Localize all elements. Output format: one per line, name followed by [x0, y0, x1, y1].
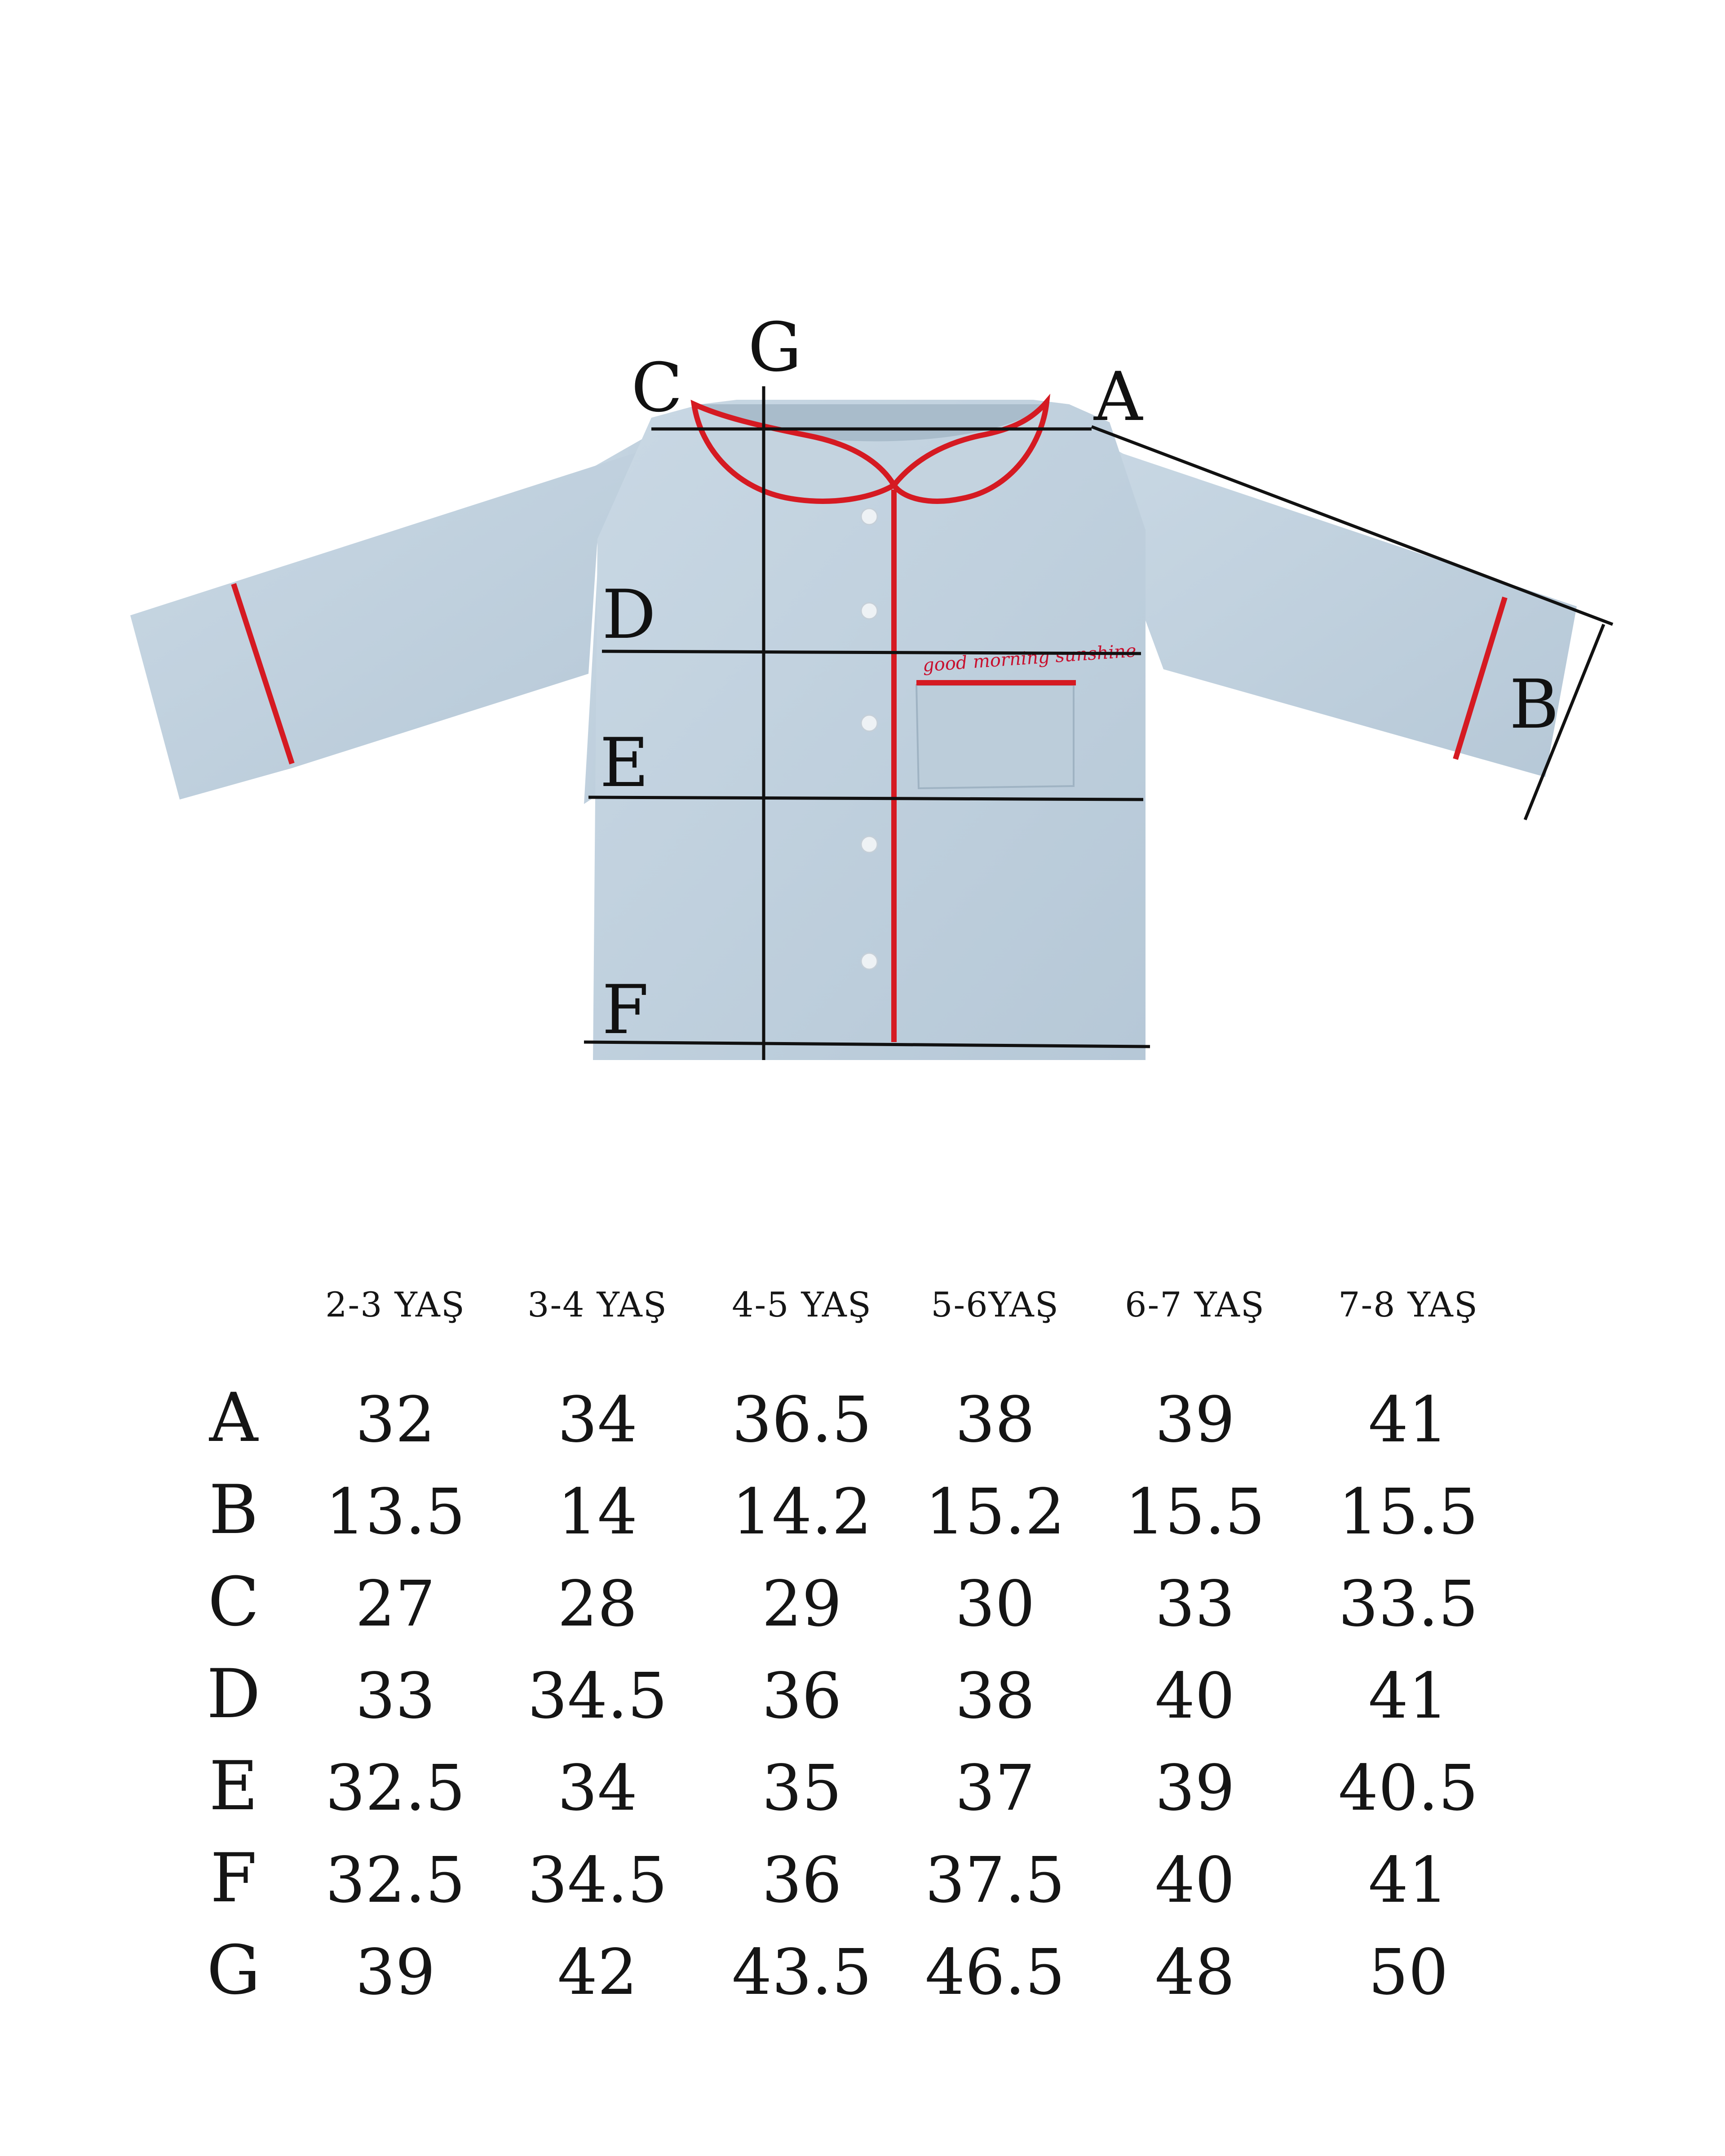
- cell-e-5: 39: [1154, 1752, 1235, 1825]
- cell-b-4: 15.2: [925, 1476, 1065, 1549]
- label-c: C: [631, 349, 683, 427]
- cell-f-5: 40: [1154, 1844, 1235, 1917]
- cell-a-3: 36.5: [732, 1383, 872, 1457]
- row-label-d: D: [206, 1655, 261, 1733]
- cell-f-1: 32.5: [325, 1844, 465, 1917]
- cell-c-3: 29: [761, 1568, 842, 1641]
- left-cuff-piping: [231, 583, 295, 764]
- label-b: B: [1509, 666, 1559, 744]
- cell-b-1: 13.5: [325, 1476, 465, 1549]
- button-4: [860, 835, 878, 853]
- cell-a-6: 41: [1368, 1383, 1449, 1457]
- size-header-3-4: 3-4 YAŞ: [527, 1285, 668, 1325]
- button-3: [860, 714, 878, 732]
- row-label-b: B: [208, 1471, 259, 1549]
- cell-f-2: 34.5: [527, 1844, 668, 1917]
- measurement-diagram: good morning sunshine G C A B D E F: [130, 309, 1614, 1060]
- label-e: E: [600, 724, 649, 802]
- cell-a-2: 34: [557, 1383, 638, 1457]
- cell-b-3: 14.2: [732, 1476, 872, 1549]
- row-label-f: F: [210, 1839, 257, 1917]
- size-header-4-5: 4-5 YAŞ: [732, 1285, 872, 1325]
- line-b: [1523, 623, 1606, 821]
- size-header-2-3: 2-3 YAŞ: [325, 1285, 465, 1325]
- line-f: [584, 1040, 1150, 1048]
- cell-c-4: 30: [955, 1568, 1035, 1641]
- line-a: [1091, 425, 1614, 626]
- label-a: A: [1093, 358, 1143, 436]
- cell-a-1: 32: [355, 1383, 436, 1457]
- cell-e-3: 35: [761, 1752, 842, 1825]
- cell-g-1: 39: [355, 1936, 436, 2009]
- cell-c-5: 33: [1154, 1568, 1235, 1641]
- cell-g-2: 42: [557, 1936, 638, 2009]
- measurement-lines: [584, 386, 1614, 1060]
- button-1: [860, 508, 878, 526]
- size-header-6-7: 6-7 YAŞ: [1125, 1285, 1265, 1325]
- cell-e-1: 32.5: [325, 1752, 465, 1825]
- cell-f-4: 37.5: [925, 1844, 1065, 1917]
- cell-g-5: 48: [1154, 1936, 1235, 2009]
- cell-f-6: 41: [1368, 1844, 1449, 1917]
- cell-a-5: 39: [1154, 1383, 1235, 1457]
- button-5: [860, 952, 878, 970]
- cell-d-5: 40: [1154, 1660, 1235, 1733]
- cell-c-2: 28: [557, 1568, 638, 1641]
- cell-e-4: 37: [955, 1752, 1035, 1825]
- cell-g-4: 46.5: [925, 1936, 1065, 2009]
- cell-g-3: 43.5: [732, 1936, 872, 2009]
- cell-b-2: 14: [557, 1476, 638, 1549]
- row-label-a: A: [209, 1379, 258, 1457]
- cell-a-4: 38: [955, 1383, 1035, 1457]
- chest-pocket: [915, 684, 1075, 790]
- shirt-illustration: good morning sunshine: [130, 393, 1577, 1060]
- size-header-7-8: 7-8 YAŞ: [1338, 1285, 1478, 1325]
- cell-d-4: 38: [955, 1660, 1035, 1733]
- line-e: [588, 795, 1144, 801]
- buttons: [860, 508, 878, 970]
- row-label-e: E: [209, 1747, 258, 1825]
- cell-d-6: 41: [1368, 1660, 1449, 1733]
- button-2: [860, 602, 878, 620]
- cell-d-1: 33: [355, 1660, 436, 1733]
- row-label-g: G: [207, 1931, 261, 2010]
- size-header-5-6: 5-6YAŞ: [931, 1285, 1059, 1325]
- right-sleeve: [1083, 431, 1577, 777]
- row-label-c: C: [208, 1563, 260, 1641]
- right-cuff-piping: [1453, 596, 1508, 760]
- measurement-letters: G C A B D E F: [600, 309, 1559, 1049]
- left-sleeve-body: [130, 431, 683, 800]
- cell-c-1: 27: [355, 1568, 436, 1641]
- cell-b-5: 15.5: [1125, 1476, 1265, 1549]
- cell-f-3: 36: [761, 1844, 842, 1917]
- label-d: D: [602, 576, 656, 654]
- cell-b-6: 15.5: [1338, 1476, 1478, 1549]
- cell-g-6: 50: [1368, 1936, 1449, 2009]
- cell-c-6: 33.5: [1338, 1568, 1478, 1641]
- cell-e-6: 40.5: [1338, 1752, 1478, 1825]
- cell-e-2: 34: [557, 1752, 638, 1825]
- cell-d-2: 34.5: [527, 1660, 668, 1733]
- label-f: F: [602, 971, 649, 1049]
- cell-d-3: 36: [761, 1660, 842, 1733]
- label-g: G: [748, 309, 802, 387]
- line-d: [602, 649, 1141, 655]
